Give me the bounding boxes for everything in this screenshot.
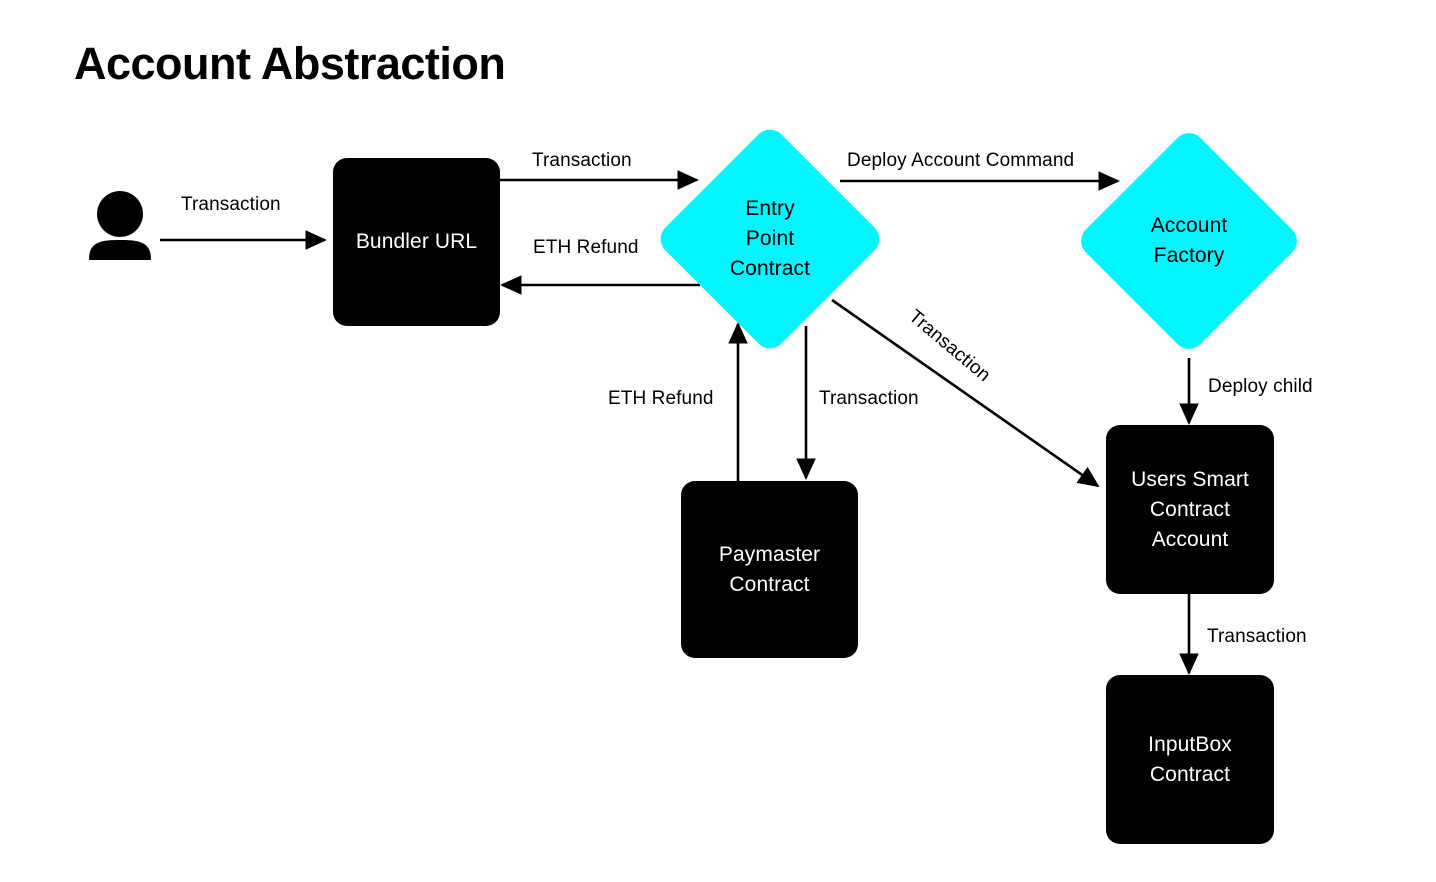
page-title: Account Abstraction: [74, 38, 506, 89]
node-label-factory-line1: Account: [1150, 214, 1228, 237]
node-label-factory: Account Factory: [1151, 211, 1228, 271]
node-label-factory-line2: Factory: [1153, 244, 1225, 267]
edge-entrypoint-to-usersca: [831, 298, 1100, 488]
node-label-paymaster-line2: Contract: [729, 572, 810, 596]
edge-label-user-to-bundler: Transaction: [181, 194, 281, 215]
node-paymaster-contract[interactable]: Paymaster Contract: [681, 481, 858, 658]
node-label-bundler: Bundler URL: [355, 230, 478, 253]
node-bundler-url[interactable]: Bundler URL: [333, 158, 500, 326]
node-label-paymaster-line1: Paymaster: [718, 542, 821, 566]
node-inputbox-contract[interactable]: InputBox Contract: [1106, 675, 1274, 844]
node-label-usersca-line1: Users Smart: [1131, 467, 1249, 491]
edge-label-factory-to-usersca: Deploy child: [1208, 376, 1313, 397]
node-label-entrypoint-line2: Point: [745, 227, 795, 250]
edge-label-entrypoint-to-bundler: ETH Refund: [533, 237, 639, 258]
node-label-entrypoint-line1: Entry: [745, 197, 795, 220]
node-label-paymaster: Paymaster Contract: [719, 540, 820, 600]
node-label-usersca-line3: Account: [1151, 527, 1229, 551]
user-icon: [89, 191, 151, 260]
node-label-usersca-line2: Contract: [1149, 497, 1231, 521]
node-account-factory[interactable]: Account Factory: [1074, 126, 1304, 356]
node-label-inputbox-line2: Contract: [1149, 762, 1231, 786]
edge-label-entrypoint-to-factory: Deploy Account Command: [847, 150, 1075, 171]
edge-label-entrypoint-to-paymaster: Transaction: [819, 388, 919, 409]
node-label-usersca: Users Smart Contract Account: [1131, 465, 1249, 555]
node-label-entrypoint-line3: Contract: [729, 257, 811, 280]
edge-label-bundler-to-entrypoint: Transaction: [532, 150, 632, 171]
node-label-entrypoint: Entry Point Contract: [730, 194, 810, 284]
edge-label-usersca-to-inputbox: Transaction: [1207, 626, 1307, 647]
node-label-inputbox: InputBox Contract: [1148, 730, 1232, 790]
node-entry-point-contract[interactable]: Entry Point Contract: [654, 123, 886, 355]
node-label-inputbox-line1: InputBox: [1148, 732, 1232, 756]
node-users-smart-contract-account[interactable]: Users Smart Contract Account: [1106, 425, 1274, 594]
edge-label-paymaster-to-entrypoint: ETH Refund: [608, 388, 714, 409]
